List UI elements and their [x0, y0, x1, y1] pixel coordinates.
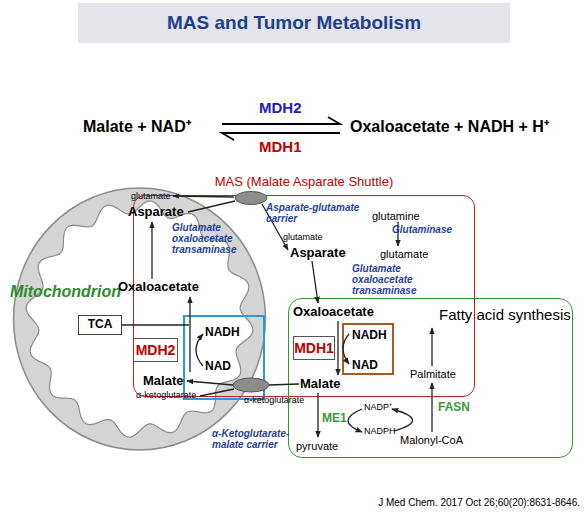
carrier-symbol	[235, 192, 267, 205]
metabolite-label: Asparate	[128, 205, 184, 219]
metabolite-label: Oxaloacetate	[118, 280, 199, 294]
cofactor-label: NAD	[205, 360, 231, 374]
carrier-symbol	[233, 378, 269, 392]
metabolite-label: Palmitate	[410, 368, 456, 380]
shuttle-title: MAS (Malate Asparate Shuttle)	[134, 175, 474, 190]
enzyme-name: MDH1	[259, 139, 302, 156]
reaction-arrow	[312, 261, 318, 303]
cofactor-box: NADH NAD	[342, 323, 394, 375]
metabolite-label: glutamate	[380, 248, 428, 260]
reaction-arrow	[337, 321, 338, 375]
title-banner: MAS and Tumor Metabolism	[78, 3, 510, 43]
metabolite-label: glutamate	[283, 233, 323, 243]
enzyme-label: Glutamate oxaloacetate transaminase	[172, 222, 244, 255]
cofactor-label: NADP⁺	[364, 403, 392, 413]
reaction-arrow	[317, 393, 318, 437]
pathway-box: TCA	[78, 315, 122, 335]
metabolite-label: Malonyl-CoA	[400, 434, 463, 446]
metabolite-label: Malate	[143, 374, 183, 388]
carrier-label: Asparate-glutamate carrier	[266, 202, 366, 224]
reaction-arrow	[187, 381, 233, 385]
reaction-arrow	[173, 196, 234, 197]
reaction-arrow	[431, 383, 432, 432]
metabolite-label: glutamate	[131, 192, 171, 202]
enzyme-label: Glutamate oxaloacetate transaminase	[352, 263, 424, 296]
transport-line	[269, 384, 299, 385]
outer-membrane	[14, 188, 266, 450]
metabolite-label: Oxaloacetate	[293, 305, 374, 319]
reaction-arrow	[431, 328, 432, 366]
organelle-label: Mitochondrion	[10, 283, 121, 301]
metabolite-label: Asparate	[290, 246, 346, 260]
enzyme-box: MDH2	[133, 338, 178, 362]
metabolite-label: α-ketoglutarate	[136, 391, 196, 401]
metabolite-label: α-ketoglutarate	[244, 396, 304, 406]
cofactor-arrow	[196, 334, 203, 366]
metabolite-label: Malate	[300, 377, 340, 391]
source-caption: J Med Chem. 2017 Oct 26;60(20):8631-8646…	[290, 497, 580, 508]
enzyme-label: FASN	[438, 401, 470, 414]
reaction-arrow	[189, 297, 190, 372]
mitochondrion-shape	[12, 186, 267, 452]
transport-line	[200, 389, 234, 396]
enzyme-label: Glutaminase	[392, 224, 452, 235]
mitochondrion-outline: MitochondrionTCA MDH2 NADH NAD	[12, 186, 267, 452]
enzyme-name: MDH2	[259, 100, 302, 117]
transport-line	[188, 201, 235, 212]
equilibrium-arrow	[222, 117, 340, 140]
enzyme-name: MDH1	[294, 340, 334, 356]
diagram-title: MAS and Tumor Metabolism	[167, 12, 421, 34]
cofactor-label: NADPH	[364, 427, 396, 437]
cofactor-label: NADH	[352, 329, 387, 343]
cofactor-arrow	[348, 409, 362, 432]
metabolite-label: pyruvate	[296, 440, 338, 452]
reaction-arrow	[151, 222, 152, 279]
cycle-line	[122, 324, 189, 325]
equation-term: Malate + NAD⁺	[83, 118, 191, 136]
pathway-name: TCA	[88, 318, 113, 332]
metabolite-label: glutamine	[372, 210, 420, 222]
enzyme-label: ME1	[322, 412, 347, 425]
inner-membrane	[26, 201, 253, 437]
cofactor-arrow	[343, 334, 349, 364]
enzyme-box: MDH1	[293, 336, 335, 360]
enzyme-name: MDH2	[136, 342, 176, 358]
forward-harpoon	[222, 117, 340, 124]
pathway-title: Fatty acid synthesis	[439, 306, 571, 323]
cofactor-label: NAD	[352, 359, 378, 373]
cofactor-label: NADH	[205, 326, 240, 340]
equation-term: Oxaloacetate + NADH + H⁺	[350, 118, 549, 136]
